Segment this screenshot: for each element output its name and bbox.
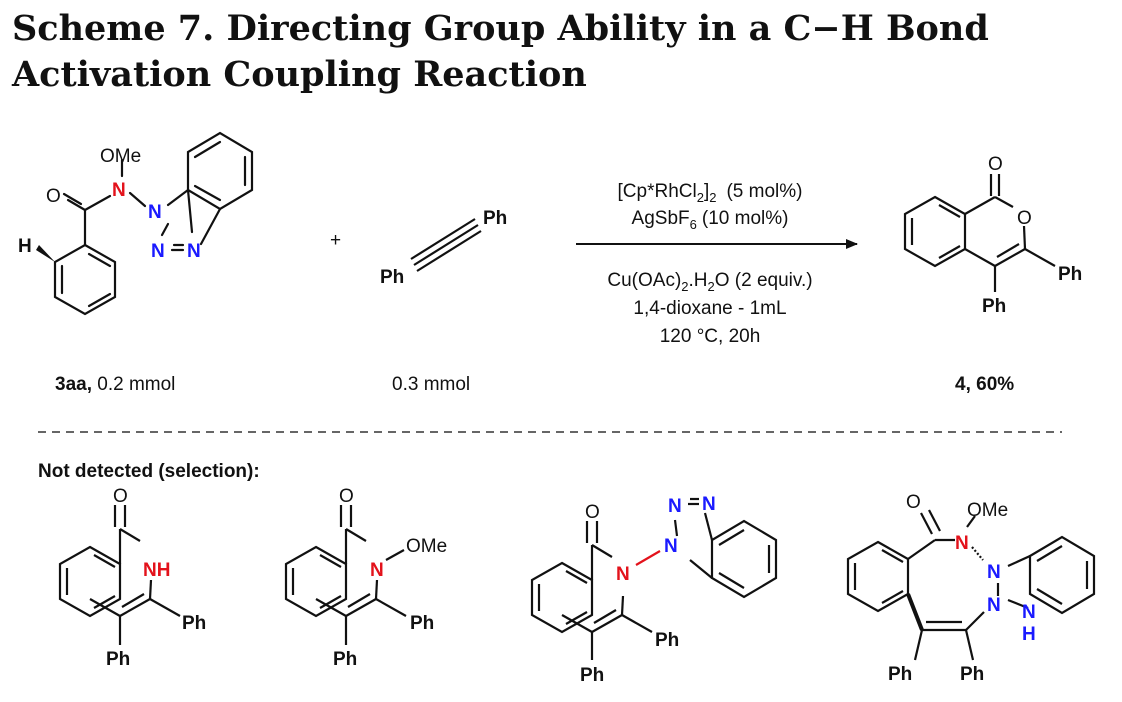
ortho-h-label: H bbox=[18, 236, 32, 257]
s4-carbonyl-o: O bbox=[906, 492, 921, 513]
byproduct-n-ome-isoquinolone bbox=[284, 505, 407, 645]
s4-triazole-nh-n: N bbox=[1022, 602, 1036, 623]
oxidant-sub-2: 2 bbox=[708, 279, 715, 294]
reactant-3aa-atoms: OMe O N H N N N bbox=[18, 146, 201, 262]
additive-sub: 6 bbox=[690, 217, 697, 232]
triazole-n1-label: N bbox=[148, 202, 162, 223]
catalyst-sub-2: 2 bbox=[709, 190, 716, 205]
alkyne-amount: 0.3 mmol bbox=[392, 374, 470, 395]
byproduct-n-benzotriazolyl-isoquinolone bbox=[530, 497, 778, 660]
condition-catalyst: [Cp*RhCl2]2(5 mol%) bbox=[618, 181, 803, 205]
catalyst-loading: (5 mol%) bbox=[726, 181, 802, 202]
product-4-label: 4, 60% bbox=[955, 374, 1014, 395]
s3-triazole-n3: N bbox=[702, 494, 716, 515]
amide-n-label: N bbox=[112, 180, 126, 201]
condition-additive: AgSbF6 (10 mol%) bbox=[632, 208, 789, 232]
product-4-structure bbox=[903, 174, 1056, 292]
benzotriazole-benzene-ring bbox=[186, 131, 254, 211]
s2-ome-label: OMe bbox=[406, 536, 447, 557]
s4-ph-right: Ph bbox=[960, 664, 984, 685]
s3-ph-right: Ph bbox=[655, 630, 679, 651]
s3-carbonyl-o: O bbox=[585, 502, 600, 523]
triazole-n2-label: N bbox=[151, 241, 165, 262]
reactant-3aa-amount: 0.2 mmol bbox=[97, 374, 175, 395]
oxidant-amount: O (2 equiv.) bbox=[715, 270, 813, 291]
catalyst-sub-1: 2 bbox=[697, 190, 704, 205]
product-ph-right: Ph bbox=[1058, 264, 1082, 285]
plus-sign: + bbox=[330, 230, 341, 251]
s2-ph-bottom: Ph bbox=[333, 649, 357, 670]
oxidant-sub-1: 2 bbox=[681, 279, 688, 294]
scheme-title-line-2: Activation Coupling Reaction bbox=[12, 54, 587, 95]
carbonyl-o-label: O bbox=[46, 186, 61, 207]
product-ring-o: O bbox=[1017, 208, 1032, 229]
s4-triazole-n1: N bbox=[987, 562, 1001, 583]
s3-triazole-n2: N bbox=[668, 496, 682, 517]
ome-label: OMe bbox=[100, 146, 141, 167]
s4-ph-left: Ph bbox=[888, 664, 912, 685]
s4-triazole-nh-h: H bbox=[1022, 624, 1036, 645]
s4-ome-label: OMe bbox=[967, 500, 1008, 521]
diphenylacetylene-structure bbox=[410, 218, 482, 272]
s3-triazole-n1: N bbox=[664, 536, 678, 557]
product-benzene-ring bbox=[903, 195, 967, 268]
s2-n-label: N bbox=[370, 560, 384, 581]
s3-n-label: N bbox=[616, 564, 630, 585]
oxidant-hydrate: .H bbox=[689, 270, 708, 291]
alkyne-ph-bottom: Ph bbox=[380, 267, 404, 288]
oxidant-name: Cu(OAc) bbox=[607, 270, 681, 291]
product-4-atoms: O O Ph Ph bbox=[982, 154, 1082, 317]
alkyne-ph-top: Ph bbox=[483, 208, 507, 229]
additive-loading: (10 mol%) bbox=[702, 208, 789, 229]
not-detected-heading: Not detected (selection): bbox=[38, 461, 260, 482]
product-carbonyl-o: O bbox=[988, 154, 1003, 175]
condition-solvent: 1,4-dioxane - 1mL bbox=[633, 298, 786, 319]
catalyst-bracket: ] bbox=[704, 181, 709, 202]
s4-triazole-n2: N bbox=[987, 595, 1001, 616]
s3-ph-bottom: Ph bbox=[580, 665, 604, 686]
scheme-title-line-1: Scheme 7. Directing Group Ability in a C… bbox=[12, 8, 989, 49]
condition-oxidant: Cu(OAc)2.H2O (2 equiv.) bbox=[607, 270, 812, 294]
byproduct-eight-membered-ring bbox=[846, 509, 1096, 661]
benzene-ring bbox=[53, 243, 117, 316]
reactant-3aa-label: 3aa, 0.2 mmol bbox=[55, 374, 175, 395]
s1-ph-right: Ph bbox=[182, 613, 206, 634]
s4-amide-n: N bbox=[955, 533, 969, 554]
scheme-title: Scheme 7. Directing Group Ability in a C… bbox=[12, 6, 1112, 98]
s2-carbonyl-o: O bbox=[339, 486, 354, 507]
s1-ph-bottom: Ph bbox=[106, 649, 130, 670]
condition-temperature: 120 °C, 20h bbox=[660, 326, 761, 347]
s1-nh-label: NH bbox=[143, 560, 170, 581]
additive-name: AgSbF bbox=[632, 208, 690, 229]
s2-ph-right: Ph bbox=[410, 613, 434, 634]
triazole-n3-label: N bbox=[187, 241, 201, 262]
reactant-3aa-structure bbox=[36, 131, 254, 316]
byproduct-nh-isoquinolone bbox=[58, 505, 181, 645]
h-wedge-bond bbox=[36, 245, 55, 262]
product-ph-bottom: Ph bbox=[982, 296, 1006, 317]
compound-id-3aa: 3aa, bbox=[55, 374, 92, 395]
catalyst-name: [Cp*RhCl bbox=[618, 181, 697, 202]
s1-carbonyl-o: O bbox=[113, 486, 128, 507]
